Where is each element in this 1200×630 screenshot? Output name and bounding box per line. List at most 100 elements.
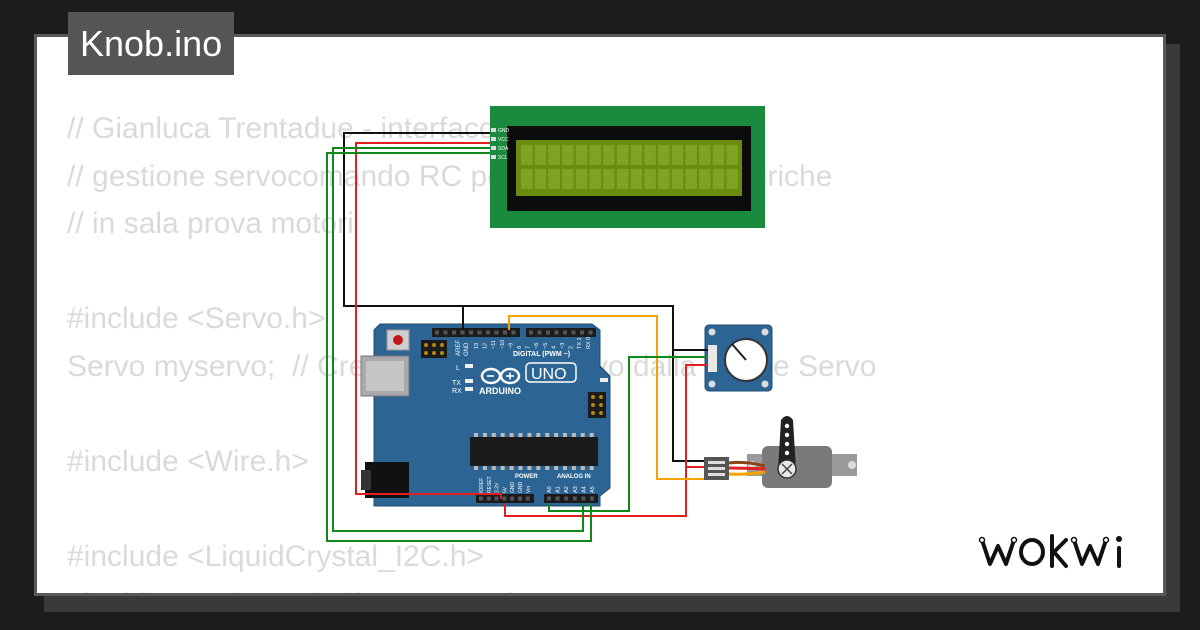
wire-lcd-gnd	[343, 132, 490, 330]
potentiometer-module[interactable]	[704, 324, 773, 392]
lcd-cell	[616, 169, 629, 189]
wire-servo-signal	[508, 315, 704, 480]
wire-lcd-sda	[332, 147, 584, 532]
lcd-pin-scl: SCL	[498, 155, 508, 161]
power-pin-label: 3.3V	[495, 482, 501, 493]
lcd-cell	[575, 169, 588, 189]
lcd-character-cells	[521, 145, 738, 189]
digital-pin-label: ~9	[508, 343, 514, 349]
lcd-cell	[521, 145, 533, 165]
power-pin-label: GND	[510, 482, 516, 494]
digital-header-title: DIGITAL (PWM ~)	[513, 351, 570, 358]
wire-lcd-scl	[326, 152, 592, 542]
lcd-cell	[630, 169, 643, 189]
led-l	[465, 364, 473, 368]
lcd-cell	[575, 145, 588, 165]
digital-pin-label: 13	[474, 343, 480, 349]
servo-wire-red	[728, 466, 766, 471]
wires	[326, 132, 708, 542]
wire-5v-pot	[685, 364, 708, 467]
power-pin-label: GND	[518, 482, 524, 494]
wokwi-logo[interactable]	[978, 530, 1148, 576]
wire-pot-signal	[548, 356, 708, 512]
lcd-cell	[562, 169, 574, 189]
code-line: #include <LiquidCrystal_I2C.h>	[67, 540, 484, 574]
lcd-cell	[548, 169, 560, 189]
servo-wire-orange	[728, 470, 766, 476]
led-tx-label: TX	[452, 380, 461, 387]
lcd-cell	[685, 145, 697, 165]
digital-pin-label: ~11	[491, 340, 497, 349]
lcd-cell	[658, 145, 670, 165]
digital-pin-label: ~6	[534, 343, 540, 349]
lcd-display[interactable]: GND VCC SDA SCL	[490, 106, 765, 228]
code-line: LiquidCrystal_I2C lcd(0x27, 16, 2);	[67, 581, 876, 593]
lcd-cell	[685, 169, 697, 189]
lcd-cell	[589, 145, 601, 165]
digital-pin-label: RX 0	[586, 337, 592, 349]
icsp-header-top	[421, 340, 447, 358]
lcd-cell	[712, 169, 725, 189]
lcd-cell	[671, 169, 684, 189]
led-tx	[465, 379, 473, 383]
analog-pin-label: A3	[573, 486, 579, 493]
digital-pin-label: 8	[517, 346, 523, 349]
led-l-label: L	[456, 365, 460, 372]
digital-pin-label: ~3	[560, 343, 566, 349]
led-on-label: ON	[610, 379, 621, 386]
digital-pin-label: 4	[551, 346, 557, 349]
lcd-cell	[534, 145, 547, 165]
lcd-cell	[589, 169, 601, 189]
lcd-cell	[603, 169, 615, 189]
lcd-cell	[699, 169, 711, 189]
lcd-cell	[521, 169, 533, 189]
lcd-cell	[671, 145, 684, 165]
lcd-cell	[726, 145, 738, 165]
lcd-pin-header: GND VCC SDA SCL	[491, 128, 510, 161]
lcd-pin-gnd: GND	[498, 128, 510, 134]
lcd-cell	[630, 145, 643, 165]
lcd-cell	[726, 169, 738, 189]
code-line: #include <Wire.h>	[67, 445, 309, 479]
analog-pin-label: A1	[556, 486, 562, 493]
wire-lcd-vcc	[355, 142, 502, 499]
lcd-pin-vcc: VCC	[498, 137, 509, 143]
lcd-cell	[548, 145, 560, 165]
code-line: #include <Servo.h>	[67, 302, 326, 336]
pot-pin-header	[708, 345, 717, 372]
atmega-chip	[470, 437, 598, 466]
power-pin-label: IOREF	[479, 478, 485, 493]
digital-header-right	[526, 328, 596, 337]
lcd-pin-sda: SDA	[498, 146, 509, 152]
wire-gnd-servo	[672, 350, 704, 462]
analog-pin-label: A4	[581, 486, 587, 493]
arduino-infinity-icon	[480, 367, 521, 385]
servo-wire-brown	[728, 460, 766, 468]
code-line: // in sala prova motori	[67, 207, 354, 241]
lcd-cell	[534, 169, 547, 189]
digital-pin-label: 7	[526, 346, 532, 349]
power-header-title: POWER	[515, 474, 538, 480]
servo-motor[interactable]	[704, 416, 857, 488]
project-title[interactable]: Knob.ino	[68, 12, 235, 75]
power-pin-label: Vin	[526, 486, 532, 493]
lcd-cell	[644, 169, 656, 189]
analog-header	[544, 494, 598, 503]
analog-header-title: ANALOG IN	[557, 474, 591, 480]
lcd-cell	[699, 145, 711, 165]
power-jack	[365, 462, 409, 498]
wire-gnd-pot	[463, 305, 708, 351]
pin-label-gnd: GND	[464, 342, 470, 356]
wire-5v-pot-servo	[504, 466, 704, 517]
lcd-cell	[616, 145, 629, 165]
led-on	[600, 378, 608, 382]
pin-label-aref: AREF	[456, 340, 462, 356]
lcd-cell	[603, 145, 615, 165]
board-brand-name: ARDUINO	[479, 386, 521, 396]
lcd-cell	[644, 145, 656, 165]
led-rx-label: RX	[452, 388, 462, 395]
digital-pin-label: TX 1	[577, 337, 583, 349]
led-rx	[465, 387, 473, 391]
digital-pin-label: 2	[569, 346, 575, 349]
